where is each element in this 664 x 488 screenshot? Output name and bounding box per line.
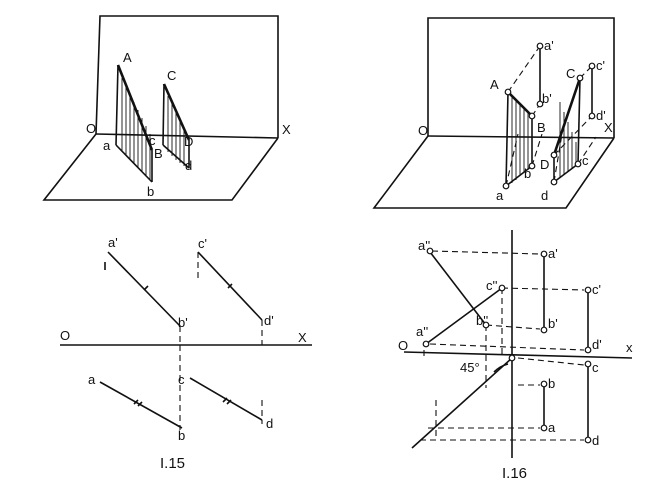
bl-label-c-prime: c' xyxy=(198,236,207,251)
br-angle-arc xyxy=(493,363,509,373)
br-label-d: d xyxy=(592,433,599,448)
br-x-axis xyxy=(403,351,633,359)
br-label-b-dprime: b'' xyxy=(476,313,488,328)
tr-label-b: b xyxy=(524,166,531,181)
tr-label-c-prime: c' xyxy=(596,58,605,73)
bl-label-a: a xyxy=(88,372,96,387)
top-left-pictorial: A B C D a b c d O X xyxy=(42,15,291,201)
tl-horizontal-plane xyxy=(42,133,279,201)
tr-label-X: X xyxy=(604,120,613,135)
tl-label-A: A xyxy=(123,50,132,65)
top-right-pictorial: A B C D a b c d a' b' c' d' O X xyxy=(372,17,615,209)
br-label-b: b xyxy=(548,376,555,391)
bl-label-b-prime: b' xyxy=(178,315,188,330)
tr-label-c: c xyxy=(582,153,589,168)
tr-hatched-triangle-ab xyxy=(505,91,533,187)
tl-label-X: X xyxy=(282,122,291,137)
bl-label-c: c xyxy=(178,372,185,387)
tr-label-B: B xyxy=(537,120,546,135)
br-label-a: a xyxy=(548,420,556,435)
bl-label-d-prime: d' xyxy=(264,313,274,328)
br-caption: I.16 xyxy=(502,465,527,482)
tr-label-A: A xyxy=(490,77,499,92)
tl-hatched-triangle-ab xyxy=(115,64,154,183)
tl-hatched-triangle-cd xyxy=(162,83,191,169)
tl-label-C: C xyxy=(167,68,176,83)
tr-label-b-prime: b' xyxy=(542,91,552,106)
tr-label-D: D xyxy=(540,157,549,172)
tr-label-a-prime: a' xyxy=(544,38,554,53)
br-angle-label: 45° xyxy=(460,360,480,375)
br-label-O: O xyxy=(398,338,408,353)
tr-horizontal-plane xyxy=(372,135,615,209)
tl-label-d: d xyxy=(185,158,192,173)
tr-label-d: d xyxy=(541,188,548,203)
br-label-a-dprime-2: a'' xyxy=(416,324,428,339)
bl-label-d: d xyxy=(266,416,273,431)
br-label-X: x xyxy=(626,340,633,355)
br-label-c-dprime: c'' xyxy=(486,278,497,293)
tr-vertical-plane xyxy=(427,17,615,138)
bl-caption: I.15 xyxy=(160,455,185,472)
bottom-right-projection: a'' b'' c'' a'' a' b' c' d' a b c d O x … xyxy=(398,230,633,482)
tl-label-a: a xyxy=(103,138,111,153)
bl-label-O: O xyxy=(60,328,70,343)
tl-label-c: c xyxy=(149,133,156,148)
tl-label-B: B xyxy=(154,146,163,161)
br-label-c-prime: c' xyxy=(592,282,601,297)
tr-label-O: O xyxy=(418,123,428,138)
br-45-line xyxy=(411,357,513,449)
tr-hatched-triangle-cd xyxy=(552,77,582,183)
tl-label-b: b xyxy=(147,184,154,199)
tl-label-D: D xyxy=(184,134,193,149)
tr-x-axis xyxy=(427,135,615,139)
tl-label-O: O xyxy=(86,121,96,136)
br-label-a-dprime: a'' xyxy=(418,238,430,253)
br-label-b-prime: b' xyxy=(548,316,558,331)
bl-label-a-prime: a' xyxy=(108,235,118,250)
tr-label-a: a xyxy=(496,188,504,203)
tl-vertical-plane xyxy=(95,15,279,138)
bl-label-b: b xyxy=(178,428,185,443)
br-label-d-prime: d' xyxy=(592,337,602,352)
tr-label-d-prime: d' xyxy=(596,108,606,123)
bottom-left-projection: a' b' c' d' a b c d O X I.15 xyxy=(60,235,312,472)
br-label-a-prime: a' xyxy=(548,246,558,261)
bl-label-X: X xyxy=(298,330,307,345)
tr-label-C: C xyxy=(566,66,575,81)
br-label-c: c xyxy=(592,360,599,375)
